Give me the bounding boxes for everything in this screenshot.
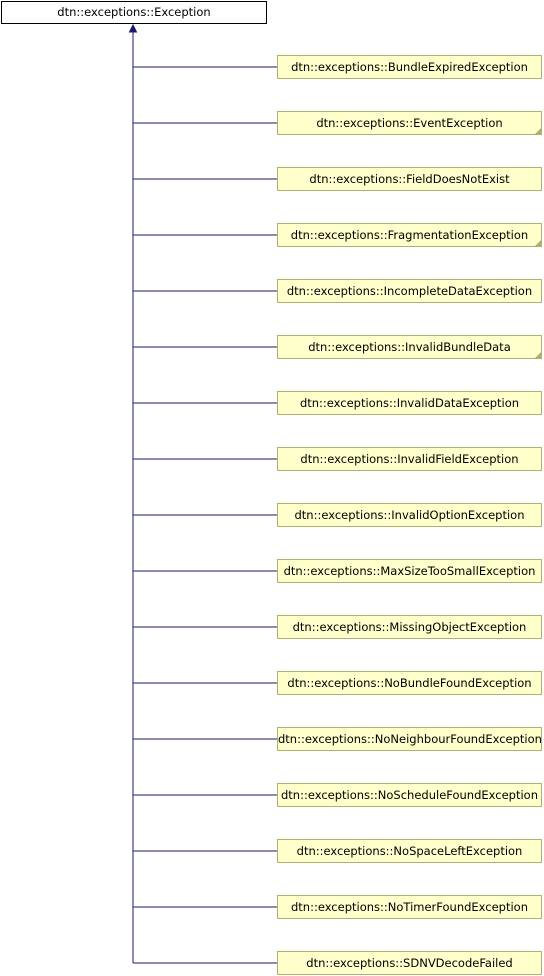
folded-corner-marker	[535, 352, 541, 358]
derived-class-node[interactable]: dtn::exceptions::NoSpaceLeftException	[277, 839, 542, 863]
derived-class-label: dtn::exceptions::InvalidBundleData	[308, 340, 511, 354]
derived-class-label: dtn::exceptions::NoBundleFoundException	[287, 676, 532, 690]
derived-class-node[interactable]: dtn::exceptions::NoScheduleFoundExceptio…	[277, 783, 542, 807]
derived-class-node[interactable]: dtn::exceptions::SDNVDecodeFailed	[277, 951, 542, 975]
derived-class-node[interactable]: dtn::exceptions::EventException	[277, 111, 542, 135]
derived-class-node[interactable]: dtn::exceptions::InvalidDataException	[277, 391, 542, 415]
derived-class-label: dtn::exceptions::NoTimerFoundException	[290, 900, 528, 914]
derived-class-label: dtn::exceptions::FieldDoesNotExist	[309, 172, 510, 186]
derived-class-label: dtn::exceptions::EventException	[316, 116, 503, 130]
derived-class-node[interactable]: dtn::exceptions::BundleExpiredException	[277, 55, 542, 79]
derived-class-node[interactable]: dtn::exceptions::NoTimerFoundException	[277, 895, 542, 919]
derived-class-node[interactable]: dtn::exceptions::FragmentationException	[277, 223, 542, 247]
derived-class-label: dtn::exceptions::InvalidOptionException	[294, 508, 525, 522]
derived-class-label: dtn::exceptions::SDNVDecodeFailed	[306, 956, 513, 970]
derived-class-label: dtn::exceptions::MissingObjectException	[292, 620, 527, 634]
derived-class-label: dtn::exceptions::FragmentationException	[290, 228, 529, 242]
derived-class-node[interactable]: dtn::exceptions::IncompleteDataException	[277, 279, 542, 303]
derived-class-label: dtn::exceptions::BundleExpiredException	[291, 60, 528, 74]
folded-corner-marker	[535, 240, 541, 246]
inheritance-arrowhead	[128, 23, 138, 33]
derived-class-label: dtn::exceptions::InvalidFieldException	[300, 452, 519, 466]
derived-class-node[interactable]: dtn::exceptions::FieldDoesNotExist	[277, 167, 542, 191]
derived-class-label: dtn::exceptions::NoScheduleFoundExceptio…	[281, 788, 538, 802]
derived-class-label: dtn::exceptions::NoSpaceLeftException	[296, 844, 523, 858]
derived-class-label: dtn::exceptions::InvalidDataException	[299, 396, 520, 410]
derived-class-node[interactable]: dtn::exceptions::InvalidOptionException	[277, 503, 542, 527]
derived-class-label: dtn::exceptions::NoNeighbourFoundExcepti…	[278, 732, 542, 746]
derived-class-node[interactable]: dtn::exceptions::InvalidFieldException	[277, 447, 542, 471]
folded-corner-marker	[535, 128, 541, 134]
derived-class-node[interactable]: dtn::exceptions::NoNeighbourFoundExcepti…	[277, 727, 542, 751]
derived-class-node[interactable]: dtn::exceptions::InvalidBundleData	[277, 335, 542, 359]
derived-class-node[interactable]: dtn::exceptions::NoBundleFoundException	[277, 671, 542, 695]
derived-class-label: dtn::exceptions::MaxSizeTooSmallExceptio…	[283, 564, 536, 578]
derived-class-label: dtn::exceptions::IncompleteDataException	[286, 284, 533, 298]
derived-class-node[interactable]: dtn::exceptions::MissingObjectException	[277, 615, 542, 639]
base-class-node[interactable]: dtn::exceptions::Exception	[1, 1, 267, 24]
derived-class-node[interactable]: dtn::exceptions::MaxSizeTooSmallExceptio…	[277, 559, 542, 583]
